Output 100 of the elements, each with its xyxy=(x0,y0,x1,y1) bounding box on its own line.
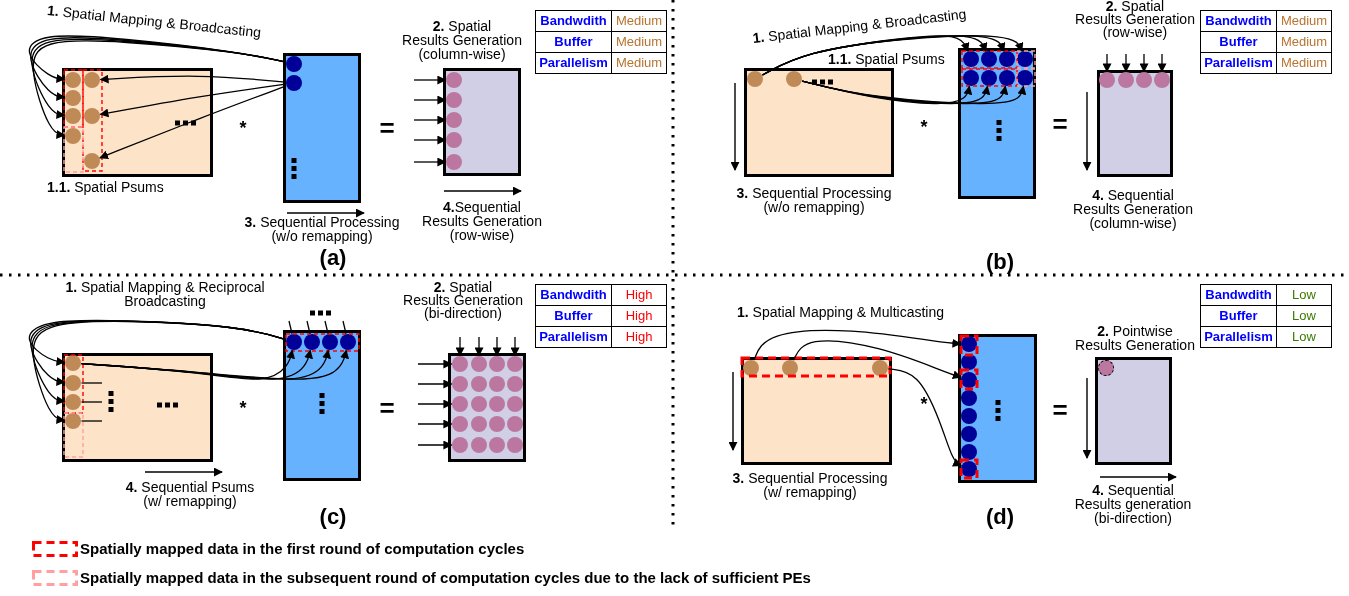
operator-symbol: = xyxy=(379,115,395,141)
result-dot xyxy=(489,437,505,453)
arrow xyxy=(99,85,287,160)
data-dot xyxy=(340,334,356,350)
result-dot xyxy=(507,416,523,432)
step-label: 4. Sequential Results generation (bi-direction) xyxy=(1074,483,1192,525)
result-dot xyxy=(471,396,487,412)
step-label: 4.Sequential Results Generation (row-wise) xyxy=(422,200,542,242)
result-dot xyxy=(507,437,523,453)
table-cell: Medium xyxy=(1276,10,1332,32)
table-cell: Medium xyxy=(611,10,667,32)
operator-symbol: = xyxy=(379,395,395,421)
data-dot xyxy=(963,70,979,86)
result-dot xyxy=(452,396,468,412)
data-dot xyxy=(981,51,997,67)
arrow xyxy=(1102,53,1112,73)
data-dot xyxy=(84,153,100,169)
arrow xyxy=(417,399,453,409)
table-cell: Medium xyxy=(1276,52,1332,74)
arrow xyxy=(887,368,963,467)
result-dot xyxy=(1154,72,1170,88)
step-label: 1. Spatial Mapping & Broadcasting xyxy=(46,3,262,40)
result-dot xyxy=(446,112,462,128)
operator-symbol: = xyxy=(1052,111,1068,137)
result-dot xyxy=(471,356,487,372)
data-dot xyxy=(65,128,81,144)
table-cell: Parallelism xyxy=(1200,326,1277,348)
input-matrix xyxy=(62,68,213,177)
data-dot xyxy=(65,413,81,429)
panel-label: (d) xyxy=(985,505,1015,529)
result-dot xyxy=(1098,360,1114,376)
result-dot xyxy=(446,154,462,170)
arrow xyxy=(417,379,453,389)
connector-line xyxy=(342,320,347,335)
operator-symbol: * xyxy=(920,118,928,136)
arrow xyxy=(1157,53,1167,73)
result-dot xyxy=(1118,72,1134,88)
data-dot xyxy=(963,51,979,67)
data-dot xyxy=(999,70,1015,86)
operator-symbol: * xyxy=(920,395,928,413)
step-label: 1.1. Spatial Psums xyxy=(828,52,945,66)
result-dot xyxy=(446,92,462,108)
input-matrix xyxy=(741,357,892,465)
result-dot xyxy=(507,376,523,392)
result-dot xyxy=(507,396,523,412)
data-dot xyxy=(65,72,81,88)
arrow xyxy=(32,320,287,425)
table-cell: Bandwdith xyxy=(535,284,612,306)
table-cell: Bandwdith xyxy=(1200,10,1277,32)
result-dot xyxy=(1099,72,1115,88)
data-dot xyxy=(286,75,302,91)
result-dot xyxy=(452,376,468,392)
result-dot xyxy=(489,416,505,432)
data-dot xyxy=(65,355,81,371)
data-dot xyxy=(786,71,802,87)
result-dot xyxy=(452,416,468,432)
connector-line xyxy=(288,320,293,335)
result-dot xyxy=(452,356,468,372)
output-matrix xyxy=(443,68,521,176)
legend-label: Spatially mapped data in the subsequent round of computation cycles due to the lack of sufficient PEs xyxy=(80,569,811,586)
panel-label: (c) xyxy=(319,505,347,529)
result-dot xyxy=(489,376,505,392)
result-dot xyxy=(446,72,462,88)
table-cell: Medium xyxy=(611,52,667,74)
data-dot xyxy=(747,71,763,87)
step-label: 1. Spatial Mapping & Multicasting xyxy=(737,305,944,319)
connector-line xyxy=(80,420,103,422)
result-dot xyxy=(446,132,462,148)
data-dot xyxy=(286,56,302,72)
step-label: 3. Sequential Processing (w/ remapping) xyxy=(732,471,888,499)
table-cell: Bandwdith xyxy=(1200,284,1277,306)
data-dot xyxy=(743,360,759,376)
result-dot xyxy=(1136,72,1152,88)
panel-label: (b) xyxy=(985,250,1015,274)
output-matrix xyxy=(1095,357,1172,465)
table-cell: High xyxy=(611,326,667,348)
data-dot xyxy=(65,90,81,106)
table-cell: Parallelism xyxy=(1200,52,1277,74)
data-dot xyxy=(84,108,100,124)
data-dot xyxy=(84,72,100,88)
data-dot xyxy=(872,360,888,376)
step-label: 2. Spatial Results Generation (row-wise) xyxy=(1075,0,1195,39)
result-dot xyxy=(452,437,468,453)
data-dot xyxy=(981,70,997,86)
table-cell: Parallelism xyxy=(535,326,612,348)
connector-line xyxy=(306,320,311,335)
step-label: 4. Sequential Psums (w/ remapping) xyxy=(125,480,255,508)
weight-matrix xyxy=(958,48,1036,199)
result-dot xyxy=(489,396,505,412)
step-label: 2. Pointwise Results Generation xyxy=(1075,324,1195,352)
table-cell: Low xyxy=(1276,326,1332,348)
step-label: 2. Spatial Results Generation (bi-direction) xyxy=(403,281,523,320)
operator-symbol: * xyxy=(239,399,247,417)
operator-symbol: = xyxy=(1052,397,1068,423)
result-dot xyxy=(507,356,523,372)
data-dot xyxy=(961,390,977,406)
input-matrix xyxy=(62,353,213,462)
result-dot xyxy=(489,356,505,372)
data-dot xyxy=(65,108,81,124)
result-dot xyxy=(471,437,487,453)
